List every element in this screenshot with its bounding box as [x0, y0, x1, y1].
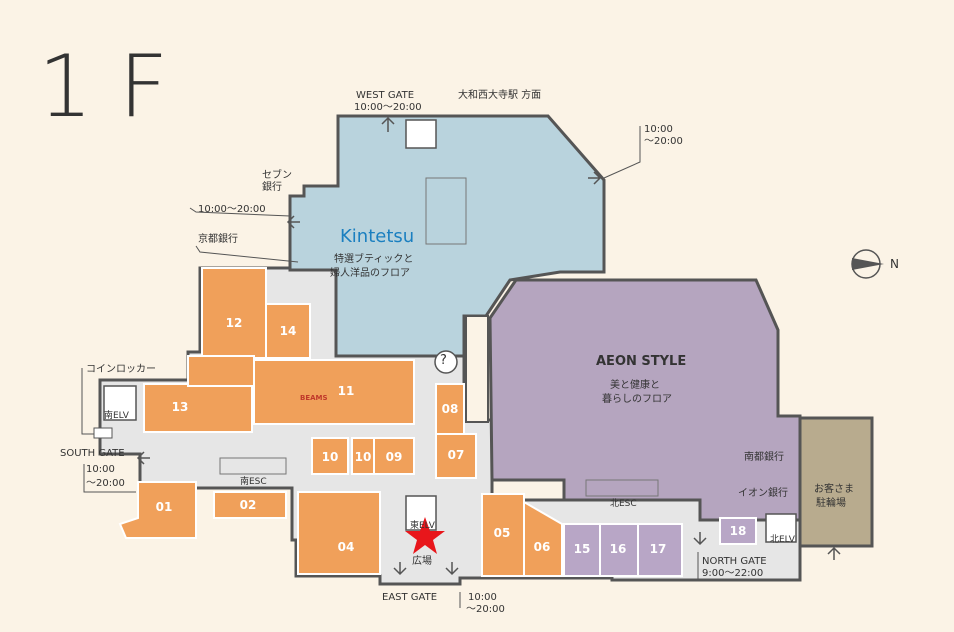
compass-label: N [890, 257, 899, 271]
station-direction: 大和西大寺駅 方面 [458, 90, 542, 101]
north-esc-label: 北ESC [610, 499, 637, 509]
parking-label-1: お客さま [814, 484, 854, 495]
store-12-base [187, 355, 255, 387]
store-04[interactable]: 04 [337, 540, 355, 554]
kintetsu-desc-1: 特選ブティックと [334, 254, 414, 265]
store-18[interactable]: 18 [729, 524, 747, 538]
coin-locker-label: コインロッカー [86, 364, 156, 375]
store-06[interactable]: 06 [533, 540, 551, 554]
store-01[interactable]: 01 [155, 500, 173, 514]
northeast-gate-hours-2: 〜20:00 [644, 136, 683, 147]
current-location-star [405, 517, 445, 554]
store-09[interactable]: 09 [385, 450, 403, 464]
store-17-shape[interactable] [637, 523, 683, 577]
west-gate-name: WEST GATE [356, 90, 415, 101]
store-02[interactable]: 02 [239, 498, 257, 512]
store-02-shape[interactable] [213, 491, 287, 519]
escalator-symbols [219, 177, 659, 497]
store-05[interactable]: 05 [493, 526, 511, 540]
aeon-kyoto-bank-label: 南都銀行 [744, 452, 784, 463]
store-07[interactable]: 07 [447, 448, 465, 462]
store-15-shape[interactable] [563, 523, 601, 577]
store-10a[interactable]: 10 [321, 450, 339, 464]
gate-arrows [136, 116, 841, 576]
store-07-shape[interactable] [435, 433, 477, 479]
store-11-shape[interactable] [253, 359, 415, 425]
seven-bank-label-1: セブン [262, 170, 292, 181]
aeon-logo: AEON STYLE [596, 354, 687, 369]
store-14[interactable]: 14 [279, 324, 297, 338]
store-11[interactable]: 11 [337, 384, 355, 398]
kyoto-bank-label: 京都銀行 [198, 234, 238, 245]
store-13[interactable]: 13 [171, 400, 189, 414]
floor-label: 1F [38, 37, 195, 137]
west-gate-hours: 10:00〜20:00 [354, 102, 422, 113]
aeon-desc-2: 暮らしのフロア [602, 394, 672, 405]
kintetsu-area [288, 114, 606, 358]
east-elv-label: 東ELV [410, 521, 435, 531]
south-gate-hours-2: 〜20:00 [86, 478, 125, 489]
store-08[interactable]: 08 [441, 402, 459, 416]
east-gate-name: EAST GATE [382, 592, 438, 603]
elevator-symbols [103, 119, 797, 543]
kintetsu-logo: Kintetsu [340, 226, 415, 247]
store-18-shape[interactable] [719, 517, 757, 545]
store-16[interactable]: 16 [609, 542, 627, 556]
info-symbol: ? [440, 353, 447, 368]
east-gate-hours-1: 10:00 [468, 592, 497, 603]
south-elv-label: 南ELV [104, 411, 129, 421]
store-15[interactable]: 15 [573, 542, 591, 556]
purple-stores [563, 517, 757, 577]
store-04-shape[interactable] [297, 491, 381, 575]
beams-logo: BEAMS [300, 394, 328, 402]
store-12[interactable]: 12 [225, 316, 243, 330]
plaza-label: 広場 [412, 556, 432, 567]
store-17[interactable]: 17 [649, 542, 667, 556]
aeon-desc-1: 美と健康と [610, 380, 660, 391]
south-esc-label: 南ESC [240, 477, 267, 487]
store-01-shape[interactable] [118, 481, 197, 539]
north-gate-name: NORTH GATE [702, 556, 767, 567]
east-gate-hours-2: 〜20:00 [466, 604, 505, 615]
store-06-shape[interactable] [523, 500, 563, 577]
north-elv-label: 北ELV [770, 535, 795, 545]
info-circle[interactable] [434, 350, 458, 374]
kintetsu-desc-2: 婦人洋品のフロア [330, 268, 410, 279]
store-12-shape[interactable] [201, 267, 267, 359]
orange-stores [118, 267, 563, 577]
store-08-shape[interactable] [435, 383, 465, 435]
store-09-shape[interactable] [373, 437, 415, 475]
coin-locker-box [93, 427, 113, 439]
south-gate-name: SOUTH GATE [60, 448, 125, 459]
north-gate-hours: 9:00〜22:00 [702, 568, 764, 579]
store-10a-shape[interactable] [311, 437, 349, 475]
divider-wall [465, 315, 489, 423]
store-16-shape[interactable] [599, 523, 639, 577]
west-bank-hours: 10:00〜20:00 [198, 204, 266, 215]
northeast-gate-hours-1: 10:00 [644, 124, 673, 135]
store-14-shape[interactable] [265, 303, 311, 359]
aeon-bank-label: イオン銀行 [738, 488, 788, 499]
parking-area [798, 416, 874, 548]
leader-lines [81, 126, 699, 608]
south-gate-hours-1: 10:00 [86, 464, 115, 475]
seven-bank-label-2: 銀行 [262, 182, 282, 193]
compass-icon [851, 249, 884, 279]
store-13-shape[interactable] [143, 383, 253, 433]
parking-label-2: 駐輪場 [816, 498, 846, 509]
store-10b[interactable]: 10 [354, 450, 372, 464]
